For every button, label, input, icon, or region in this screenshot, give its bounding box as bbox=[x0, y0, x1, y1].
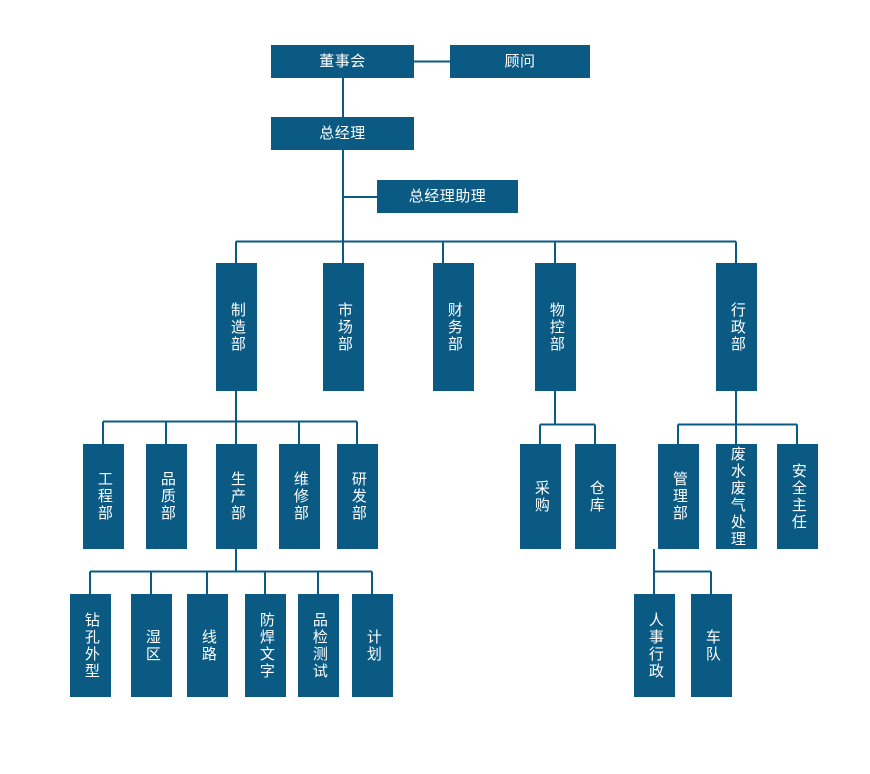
node-general-manager-label: 总经理 bbox=[319, 124, 366, 142]
node-administration-label: 行政部 bbox=[728, 301, 746, 353]
node-drilling-profile[interactable]: 钻孔外型 bbox=[70, 594, 111, 697]
node-production[interactable]: 生产部 bbox=[216, 444, 257, 549]
node-planning[interactable]: 计划 bbox=[352, 594, 393, 697]
node-quality-label: 品质部 bbox=[158, 471, 176, 522]
node-inspection-test[interactable]: 品检测试 bbox=[298, 594, 339, 697]
node-marketing[interactable]: 市场部 bbox=[323, 263, 364, 391]
node-inspection-test-label: 品检测试 bbox=[310, 611, 328, 680]
node-engineering-label: 工程部 bbox=[95, 471, 113, 522]
node-maintenance-label: 维修部 bbox=[291, 471, 309, 522]
node-research-label: 研发部 bbox=[349, 471, 367, 522]
node-production-label: 生产部 bbox=[228, 471, 246, 522]
node-wet-area-label: 湿区 bbox=[143, 628, 161, 663]
node-advisor-label: 顾问 bbox=[504, 52, 536, 70]
node-engineering[interactable]: 工程部 bbox=[83, 444, 124, 549]
node-finance[interactable]: 财务部 bbox=[433, 263, 474, 391]
node-material-control-label: 物控部 bbox=[547, 301, 565, 353]
node-hr-admin[interactable]: 人事行政 bbox=[634, 594, 675, 697]
link-gm-assistant bbox=[342, 150, 377, 198]
node-purchasing[interactable]: 采购 bbox=[520, 444, 561, 549]
node-manufacturing-label: 制造部 bbox=[228, 301, 246, 353]
node-circuit-label: 线路 bbox=[199, 628, 217, 663]
node-safety-officer[interactable]: 安全主任 bbox=[777, 444, 818, 549]
node-waste-treatment-label: 废水废气处理 bbox=[728, 445, 746, 548]
node-finance-label: 财务部 bbox=[445, 301, 463, 353]
node-manufacturing[interactable]: 制造部 bbox=[216, 263, 257, 391]
node-planning-label: 计划 bbox=[364, 628, 382, 663]
node-warehouse[interactable]: 仓库 bbox=[575, 444, 616, 549]
node-purchasing-label: 采购 bbox=[532, 479, 550, 514]
node-marketing-label: 市场部 bbox=[335, 301, 353, 353]
node-management[interactable]: 管理部 bbox=[658, 444, 699, 549]
node-general-manager[interactable]: 总经理 bbox=[271, 117, 414, 150]
node-waste-treatment[interactable]: 废水废气处理 bbox=[716, 444, 757, 549]
node-fleet-label: 车队 bbox=[703, 628, 721, 663]
node-fleet[interactable]: 车队 bbox=[691, 594, 732, 697]
node-hr-admin-label: 人事行政 bbox=[646, 611, 664, 680]
node-drilling-profile-label: 钻孔外型 bbox=[82, 611, 100, 680]
node-solder-mask-text[interactable]: 防焊文字 bbox=[245, 594, 286, 697]
node-gm-assistant-label: 总经理助理 bbox=[408, 187, 487, 205]
node-advisor[interactable]: 顾问 bbox=[450, 45, 590, 78]
node-administration[interactable]: 行政部 bbox=[716, 263, 757, 391]
node-board[interactable]: 董事会 bbox=[271, 45, 414, 78]
node-warehouse-label: 仓库 bbox=[587, 479, 605, 514]
node-material-control[interactable]: 物控部 bbox=[535, 263, 576, 391]
node-solder-mask-text-label: 防焊文字 bbox=[257, 611, 275, 680]
node-research[interactable]: 研发部 bbox=[337, 444, 378, 549]
node-board-label: 董事会 bbox=[319, 52, 366, 70]
node-wet-area[interactable]: 湿区 bbox=[131, 594, 172, 697]
node-gm-assistant[interactable]: 总经理助理 bbox=[377, 180, 518, 213]
node-quality[interactable]: 品质部 bbox=[146, 444, 187, 549]
node-safety-officer-label: 安全主任 bbox=[789, 462, 807, 531]
node-circuit[interactable]: 线路 bbox=[187, 594, 228, 697]
node-management-label: 管理部 bbox=[670, 471, 688, 522]
node-maintenance[interactable]: 维修部 bbox=[279, 444, 320, 549]
